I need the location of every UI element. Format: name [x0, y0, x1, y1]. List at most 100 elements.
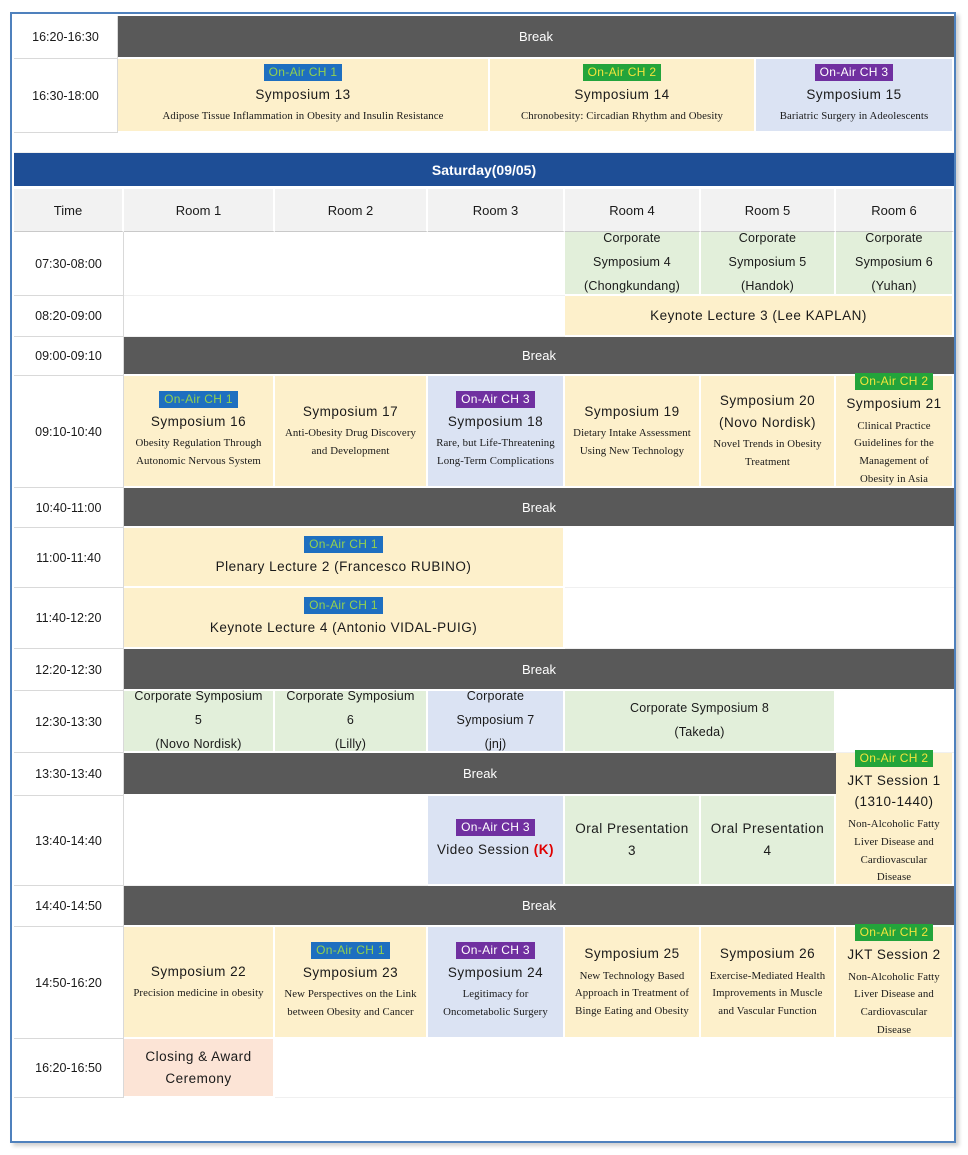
session-org: (Yuhan) — [871, 278, 917, 293]
on-air-ch1-badge: On-Air CH 1 — [304, 596, 383, 614]
session-subtitle: Rare, but Life-Threatening Long-Term Com… — [436, 437, 555, 468]
empty-cell — [124, 232, 565, 296]
friday-table: 16:20-16:30 Break 16:30-18:00 On-Air CH … — [14, 16, 954, 153]
time-cell: 09:00-09:10 — [14, 337, 124, 376]
korean-language-flag: (K) — [533, 842, 555, 858]
time-cell: 13:40-14:40 — [14, 796, 124, 886]
session-title: Oral Presentation 4 — [710, 821, 825, 858]
corporate-symposium-7-cell: Corporate Symposium 7 (jnj) — [428, 689, 565, 753]
session-org: (Handok) — [740, 278, 794, 293]
session-cell-symposium-26: Symposium 26 Exercise-Mediated Health Im… — [701, 927, 836, 1039]
session-title: Corporate Symposium 4 — [593, 231, 671, 270]
session-title: Symposium 23 — [302, 964, 399, 980]
empty-cell — [836, 691, 954, 753]
oral-presentation-4-cell: Oral Presentation 4 — [701, 796, 836, 886]
session-org: (jnj) — [484, 736, 507, 751]
break-bar: Break — [124, 886, 954, 927]
session-cell-symposium-23: On-Air CH 1 Symposium 23 New Perspective… — [275, 927, 428, 1039]
session-title: Symposium 17 — [302, 403, 399, 419]
on-air-ch2-badge: On-Air CH 2 — [854, 749, 934, 767]
on-air-ch2-badge: On-Air CH 2 — [854, 924, 934, 942]
session-title: Symposium 20 — [719, 393, 816, 409]
column-header-room6: Room 6 — [836, 189, 954, 232]
closing-award-ceremony-cell: Closing & Award Ceremony — [124, 1039, 275, 1098]
session-title: Symposium 19 — [584, 403, 680, 419]
session-title: Symposium 16 — [150, 413, 247, 429]
time-cell: 08:20-09:00 — [14, 296, 124, 337]
empty-cell — [565, 528, 954, 588]
time-cell: 12:20-12:30 — [14, 649, 124, 691]
time-cell: 12:30-13:30 — [14, 691, 124, 753]
session-cell-symposium-24: On-Air CH 3 Symposium 24 Legitimacy for … — [428, 927, 565, 1039]
session-subtitle: Adipose Tissue Inflammation in Obesity a… — [162, 110, 444, 123]
session-org: (Takeda) — [674, 725, 725, 739]
session-title: Symposium 13 — [255, 86, 351, 102]
column-header-room2: Room 2 — [275, 189, 428, 232]
session-title: Corporate Symposium 8 — [630, 701, 769, 716]
time-cell: 14:40-14:50 — [14, 886, 124, 927]
session-cell-symposium-16: On-Air CH 1 Symposium 16 Obesity Regulat… — [124, 376, 275, 488]
session-cell-symposium-19: Symposium 19 Dietary Intake Assessment U… — [565, 376, 701, 488]
column-header-room4: Room 4 — [565, 189, 701, 232]
corporate-symposium-4-cell: Corporate Symposium 4 (Chongkundang) — [565, 231, 701, 296]
break-bar: Break — [124, 649, 954, 691]
session-org: (Lilly) — [334, 736, 367, 751]
time-cell: 16:30-18:00 — [14, 59, 118, 133]
time-cell: 09:10-10:40 — [14, 376, 124, 488]
time-cell: 14:50-16:20 — [14, 927, 124, 1039]
on-air-ch1-badge: On-Air CH 1 — [311, 941, 390, 959]
session-subtitle: Precision medicine in obesity — [133, 987, 264, 1000]
empty-cell — [124, 296, 565, 337]
session-cell-symposium-15: On-Air CH 3 Symposium 15 Bariatric Surge… — [756, 59, 954, 133]
session-title: Symposium 21 — [846, 396, 942, 412]
session-title: Symposium 25 — [584, 945, 680, 961]
session-subtitle: New Technology Based Approach in Treatme… — [574, 969, 690, 1018]
column-header-room5: Room 5 — [701, 189, 836, 232]
plenary-lecture-2-cell: On-Air CH 1 Plenary Lecture 2 (Francesco… — [124, 528, 565, 588]
session-subtitle: Anti-Obesity Drug Discovery and Developm… — [284, 427, 417, 458]
session-cell-symposium-14: On-Air CH 2 Symposium 14 Chronobesity: C… — [490, 59, 756, 133]
corporate-symposium-6b-cell: Corporate Symposium 6 (Lilly) — [275, 689, 428, 753]
on-air-ch1-badge: On-Air CH 1 — [263, 63, 343, 81]
session-org: (Novo Nordisk) — [718, 414, 817, 430]
corporate-symposium-6-cell: Corporate Symposium 6 (Yuhan) — [836, 231, 954, 296]
session-title: Symposium 22 — [150, 963, 247, 979]
time-cell: 11:40-12:20 — [14, 588, 124, 649]
empty-cell — [275, 1039, 954, 1098]
oral-presentation-3-cell: Oral Presentation 3 — [565, 796, 701, 886]
session-title: Symposium 18 — [447, 413, 544, 429]
session-cell-symposium-21: On-Air CH 2 Symposium 21 Clinical Practi… — [836, 373, 954, 488]
session-title: JKT Session 1 (1310-1440) — [847, 772, 941, 810]
on-air-ch2-badge: On-Air CH 2 — [854, 373, 934, 391]
on-air-ch2-badge: On-Air CH 2 — [582, 63, 662, 81]
column-header-room1: Room 1 — [124, 189, 275, 232]
session-cell-symposium-22: Symposium 22 Precision medicine in obesi… — [124, 927, 275, 1039]
session-title: Oral Presentation 3 — [575, 821, 689, 858]
session-subtitle: Novel Trends in Obesity Treatment — [713, 438, 822, 469]
session-title: Symposium 14 — [574, 86, 670, 102]
session-title: Closing & Award Ceremony — [145, 1048, 252, 1086]
session-title: Corporate Symposium 6 — [286, 689, 415, 728]
corporate-symposium-5-cell: Corporate Symposium 5 (Handok) — [701, 231, 836, 296]
saturday-table: Saturday(09/05) Time Room 1 Room 2 Room … — [14, 153, 954, 1141]
jkt-session-2-cell: On-Air CH 2 JKT Session 2 Non-Alcoholic … — [836, 924, 954, 1039]
session-subtitle: Legitimacy for Oncometabolic Surgery — [443, 988, 548, 1019]
session-title: Symposium 26 — [719, 945, 816, 961]
break-bar: Break — [124, 337, 954, 376]
conference-schedule-page: 16:20-16:30 Break 16:30-18:00 On-Air CH … — [10, 12, 956, 1143]
session-subtitle: Exercise-Mediated Health Improvements in… — [709, 969, 826, 1018]
on-air-ch3-badge: On-Air CH 3 — [456, 819, 535, 837]
break-bar: Break — [124, 753, 836, 796]
spacer-row — [14, 133, 954, 153]
break-bar: Break — [124, 488, 954, 528]
session-title: Corporate Symposium 5 — [728, 231, 807, 270]
session-cell-symposium-17: Symposium 17 Anti-Obesity Drug Discovery… — [275, 376, 428, 488]
corporate-symposium-5b-cell: Corporate Symposium 5 (Novo Nordisk) — [124, 689, 275, 753]
session-cell-symposium-13: On-Air CH 1 Symposium 13 Adipose Tissue … — [118, 59, 490, 133]
spacer-row — [14, 1098, 954, 1141]
session-subtitle: Chronobesity: Circadian Rhythm and Obesi… — [520, 110, 724, 123]
session-title: Symposium 24 — [447, 964, 544, 980]
on-air-ch3-badge: On-Air CH 3 — [456, 390, 535, 408]
on-air-ch3-badge: On-Air CH 3 — [814, 63, 894, 81]
time-cell: 11:00-11:40 — [14, 528, 124, 588]
